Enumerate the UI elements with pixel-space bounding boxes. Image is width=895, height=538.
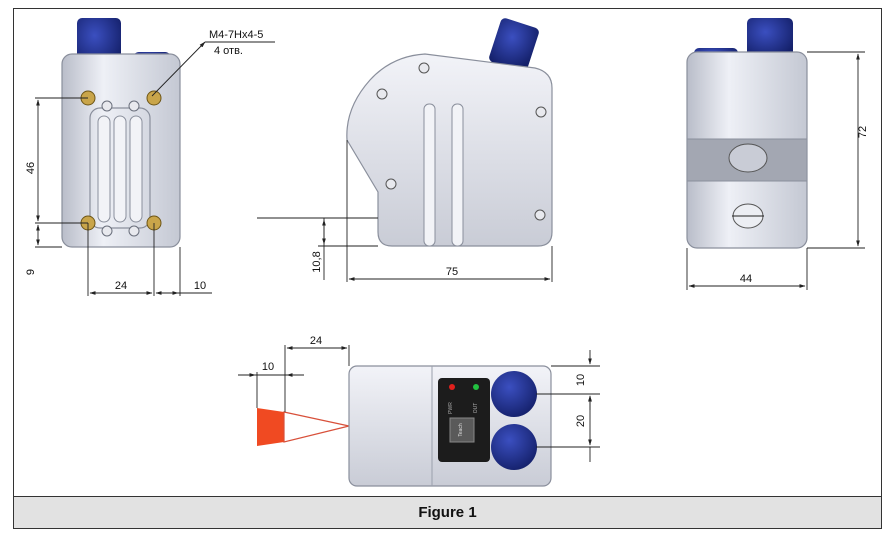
front-slot-2 — [113, 115, 127, 223]
front-dim-24: 24 — [115, 280, 127, 292]
side-screws — [376, 62, 547, 221]
teach-window — [449, 417, 475, 443]
top-dim-24: 24 — [310, 335, 322, 347]
side-groove-1 — [423, 103, 436, 247]
front-dim-9: 9 — [25, 269, 37, 275]
teach-label: Teach — [458, 423, 464, 437]
figure-caption: Figure 1 — [418, 504, 477, 521]
top-view: PWR OUT Teach 24 10 10 20 — [238, 335, 600, 487]
side-dim-75: 75 — [446, 266, 458, 278]
led-green — [473, 384, 479, 390]
led-right-label: OUT — [473, 403, 479, 414]
front-slot-3 — [129, 115, 143, 223]
top-connector-upper — [491, 371, 537, 417]
top-connector-lower — [491, 424, 537, 470]
thread-spec-label: M4-7Hx4-5 — [209, 29, 263, 41]
side-connector — [489, 18, 539, 72]
beam-spot — [257, 408, 284, 446]
side-dim-10-8: 10,8 — [311, 251, 323, 272]
top-dim-pitch-20: 20 — [575, 415, 587, 427]
hole-count-label: 4 отв. — [214, 45, 243, 57]
front-slot-1 — [97, 115, 111, 223]
caption-bar: Figure 1 — [13, 496, 882, 529]
top-dim-pitch-10: 10 — [575, 374, 587, 386]
rear-view: 72 44 — [686, 18, 869, 290]
front-view: M4-7Hx4-5 4 отв. 46 9 24 10 — [25, 18, 275, 296]
rear-button — [728, 143, 768, 173]
side-groove-2 — [451, 103, 464, 247]
beam-cone — [283, 411, 350, 443]
side-housing — [346, 53, 553, 247]
top-dim-10: 10 — [262, 361, 274, 373]
front-dim-46: 46 — [25, 162, 37, 174]
front-dim-10: 10 — [194, 280, 206, 292]
led-left-label: PWR — [448, 402, 454, 414]
rear-dim-44: 44 — [740, 273, 752, 285]
side-view: 10,8 75 — [257, 18, 553, 282]
rear-dim-72: 72 — [857, 126, 869, 138]
rear-connector-large — [747, 18, 793, 58]
led-red — [449, 384, 455, 390]
front-slot-frame — [89, 107, 151, 229]
